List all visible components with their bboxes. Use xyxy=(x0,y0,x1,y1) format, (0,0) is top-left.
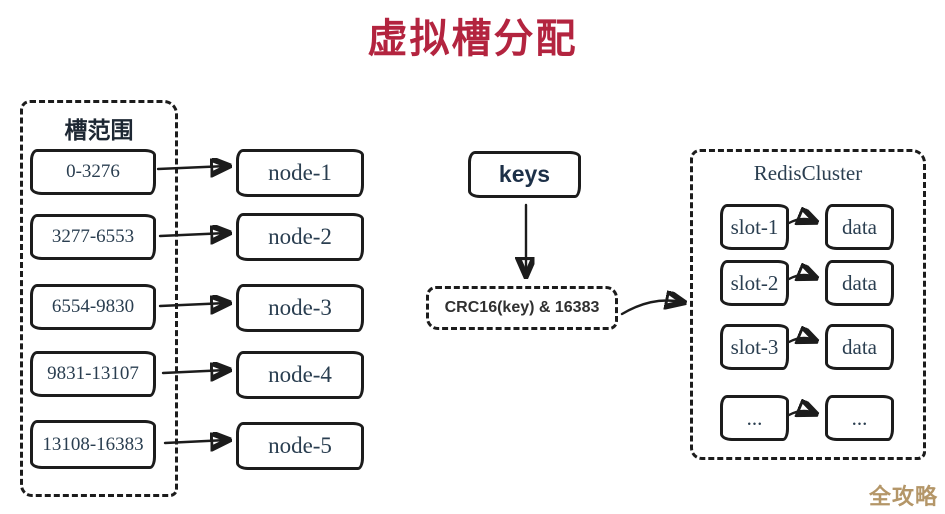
slot-box: slot-1 xyxy=(720,204,789,250)
node-box: node-1 xyxy=(236,149,364,197)
slot-box: slot-3 xyxy=(720,324,789,370)
node-box: node-4 xyxy=(236,351,364,399)
arrow-hash-cluster xyxy=(620,301,682,316)
data-box: ... xyxy=(825,395,894,441)
slot-range-box: 0-3276 xyxy=(30,149,156,195)
keys-box: keys xyxy=(468,151,581,198)
slot-range-panel-label: 槽范围 xyxy=(64,117,134,143)
node-box: node-2 xyxy=(236,213,364,261)
node-box: node-5 xyxy=(236,422,364,470)
slot-range-box: 13108-16383 xyxy=(30,420,156,469)
data-box: data xyxy=(825,260,894,306)
page-title: 虚拟槽分配 xyxy=(367,17,578,61)
redis-cluster-panel: RedisCluster slot-1 data slot-2 data slo… xyxy=(690,149,926,460)
data-box: data xyxy=(825,324,894,370)
data-box: data xyxy=(825,204,894,250)
slot-box: ... xyxy=(720,395,789,441)
node-box: node-3 xyxy=(236,284,364,332)
hash-formula-box: CRC16(key) & 16383 xyxy=(426,286,618,330)
slot-range-box: 3277-6553 xyxy=(30,214,156,260)
watermark-text: 全攻略 xyxy=(868,484,938,509)
slot-range-box: 6554-9830 xyxy=(30,284,156,330)
redis-cluster-label: RedisCluster xyxy=(753,161,863,185)
slot-box: slot-2 xyxy=(720,260,789,306)
slot-range-box: 9831-13107 xyxy=(30,351,156,397)
slot-range-panel: 槽范围 xyxy=(20,100,178,497)
